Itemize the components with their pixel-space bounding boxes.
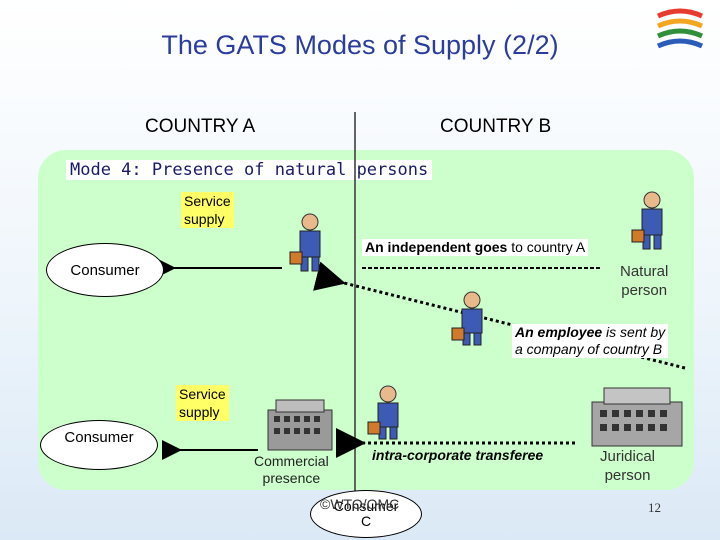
employee-label-bold: An employee — [515, 324, 603, 340]
service-supply-label-bottom: Service supply — [176, 385, 229, 421]
independent-label-bold: An independent goes — [365, 239, 508, 255]
employee-label: An employee is sent by a company of coun… — [512, 324, 669, 358]
juridical-building-icon — [591, 387, 683, 447]
wto-logo-icon — [656, 8, 704, 49]
consumer-label: Consumer — [70, 261, 140, 279]
consumer-c-label: Consumer C — [333, 498, 399, 529]
natural-person-icon — [631, 191, 663, 250]
consumer-label: Consumer — [64, 429, 134, 446]
natural-person-label: Natural person — [620, 263, 669, 299]
page-number: 12 — [648, 500, 661, 515]
business-person-icon — [289, 213, 321, 272]
independent-label: An independent goes to country A — [362, 239, 589, 256]
consumer-c-oval: Consumer C — [310, 490, 422, 538]
copyright-label: ©WTO/OMC — [320, 496, 400, 512]
service-supply-label-top: Service supply — [181, 192, 234, 228]
juridical-person-label: Juridical person — [600, 448, 656, 484]
employee-label-rest: is sent by a company of country B — [515, 324, 666, 357]
country-a-label: COUNTRY A — [145, 116, 256, 137]
consumer-oval-bottom: Consumer — [40, 420, 158, 470]
commercial-presence-label: Commercial presence — [254, 453, 329, 486]
page-title: The GATS Modes of Supply (2/2) — [161, 30, 559, 60]
country-b-label: COUNTRY B — [440, 116, 552, 137]
mode-4-label: Mode 4: Presence of natural persons — [66, 160, 433, 180]
transferee-person-icon — [367, 385, 399, 440]
commercial-building-icon — [267, 399, 333, 451]
independent-label-rest: to country A — [507, 239, 586, 255]
consumer-oval-top: Consumer — [46, 243, 164, 297]
employee-person-icon — [451, 291, 483, 346]
employee-dotted-line — [313, 261, 686, 370]
intra-corporate-label: intra-corporate transferee — [372, 447, 544, 463]
